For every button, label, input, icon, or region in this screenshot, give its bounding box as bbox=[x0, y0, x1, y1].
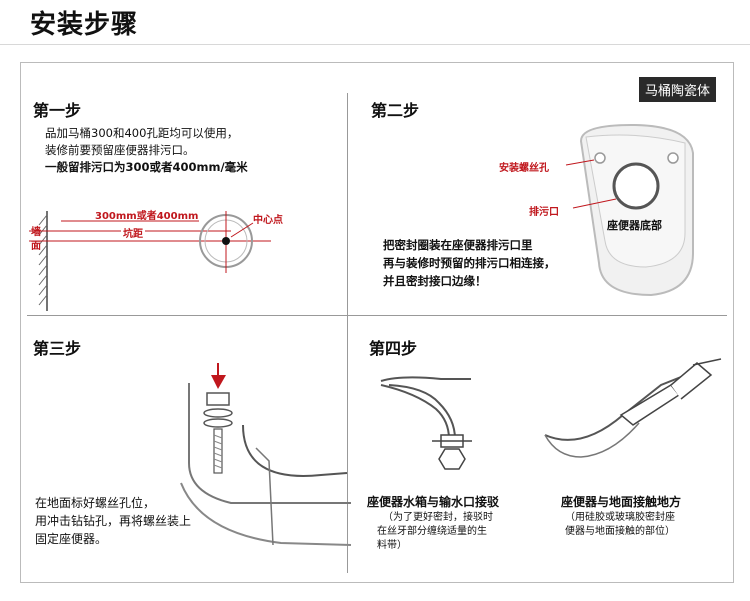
toilet-bottom-label: 座便器底部 bbox=[607, 219, 662, 232]
wall-label-2: 面 bbox=[31, 241, 41, 252]
distance-label: 300mm或者400mm bbox=[95, 211, 199, 222]
wall-distance-diagram bbox=[29, 211, 271, 311]
step2-line-3: 并且密封接口边缘！ bbox=[383, 274, 487, 288]
screw-hole-label: 安装螺丝孔 bbox=[499, 163, 549, 174]
toilet-base-diagram bbox=[565, 123, 694, 297]
floor-seal-caption: 座便器与地面接触地方 bbox=[561, 495, 682, 509]
step1-line-3: 一般留排污口为300或者400mm/毫米 bbox=[45, 160, 248, 174]
vertical-divider bbox=[347, 93, 348, 573]
horizontal-divider bbox=[27, 315, 727, 316]
outlet-label: 排污口 bbox=[529, 207, 559, 218]
water-connection-diagram bbox=[380, 358, 722, 470]
step1-line-1: 品加马桶300和400孔距均可以使用， bbox=[45, 126, 239, 140]
step3-line-3: 固定座便器。 bbox=[35, 532, 108, 546]
step4-title: 第四步 bbox=[369, 339, 418, 358]
pit-distance-label: 坑距 bbox=[121, 225, 145, 240]
water-note-3: 料带） bbox=[377, 540, 407, 551]
step1-line-2: 装修前要预留座便器排污口。 bbox=[45, 143, 195, 157]
wall-label-1: 墙 bbox=[31, 227, 41, 238]
step2-line-2: 再与装修时预留的排污口相连接， bbox=[383, 256, 556, 270]
step3-line-2: 用冲击钻钻孔，再将螺丝装上 bbox=[35, 514, 192, 528]
page-header: 安装步骤 bbox=[0, 0, 750, 45]
step1-title: 第一步 bbox=[33, 101, 82, 120]
step2-title: 第二步 bbox=[371, 101, 420, 120]
step2-line-1: 把密封圈装在座便器排污口里 bbox=[383, 238, 533, 252]
page-title: 安装步骤 bbox=[30, 10, 139, 40]
step3-title: 第三步 bbox=[33, 339, 82, 358]
water-note-1: （为了更好密封，接驳时 bbox=[383, 512, 493, 523]
step3-line-1: 在地面标好螺丝孔位， bbox=[35, 496, 156, 510]
bolt-mounting-diagram bbox=[180, 363, 352, 546]
center-point-label: 中心点 bbox=[253, 215, 283, 226]
material-badge: 马桶陶瓷体 bbox=[639, 77, 717, 102]
instruction-panel: 马桶陶瓷体 第一步 品加马桶300和400孔距均可以使用， 装修前要预留座便器排… bbox=[20, 62, 734, 583]
water-note-2: 在丝牙部分缠绕适量的生 bbox=[377, 526, 487, 537]
floor-note-2: 便器与地面接触的部位） bbox=[565, 526, 675, 537]
floor-note-1: （用硅胶或玻璃胶密封座 bbox=[565, 512, 675, 523]
water-connection-caption: 座便器水箱与输水口接驳 bbox=[367, 495, 500, 509]
